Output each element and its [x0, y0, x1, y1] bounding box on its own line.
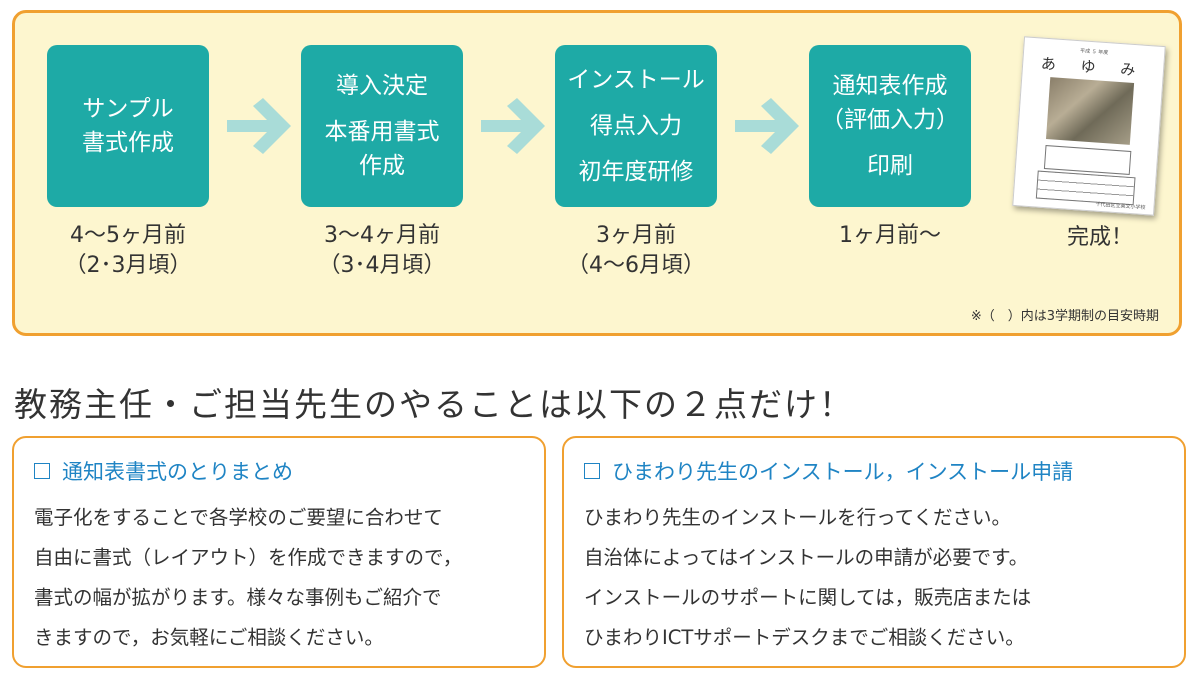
right-arrow-icon [227, 98, 291, 154]
right-arrow-icon [481, 98, 545, 154]
task-body-line: 書式の幅が拡がります。様々な事例もご紹介で [34, 586, 442, 609]
task-title-text: 通知表書式のとりまとめ [62, 460, 293, 484]
step-line: 通知表作成 [832, 73, 948, 99]
step-line: 印刷 [867, 153, 913, 179]
task-title-text: ひまわり先生のインストール，インストール申請 [612, 460, 1074, 484]
step-time-main: 1ヶ月前〜 [839, 223, 941, 248]
checkbox-icon [34, 463, 50, 479]
task-body-line: ひまわりICTサポートデスクまでご相談ください。 [584, 626, 1025, 649]
task-body-line: 自由に書式（レイアウト）を作成できますので， [34, 546, 463, 569]
footnote: ※（ ）内は3学期制の目安時期 [970, 309, 1159, 324]
task-title: ひまわり先生のインストール，インストール申請 [584, 456, 1073, 486]
step-time: 3ヶ月前 （4〜6月頃） [531, 221, 741, 281]
step-time: 1ヶ月前〜 [785, 221, 995, 251]
task-body: ひまわり先生のインストールを行ってください。 自治体によってはインストールの申請… [584, 498, 1031, 658]
task-body-line: ひまわり先生のインストールを行ってください。 [584, 506, 1012, 529]
step-time-sub: （3･4月頃） [318, 253, 446, 278]
report-card-table [1035, 170, 1136, 206]
step-line: 書式作成 [82, 130, 174, 156]
step-time-main: 3ヶ月前 [596, 223, 676, 248]
step-box-decision: 導入決定 本番用書式 作成 [301, 45, 463, 207]
step-line: インストール [567, 67, 705, 93]
task-title: 通知表書式のとりまとめ [34, 456, 293, 486]
task-card-install: ひまわり先生のインストール，インストール申請 ひまわり先生のインストールを行って… [562, 436, 1186, 668]
complete-label: 完成！ [1066, 225, 1133, 250]
checkbox-icon [584, 463, 600, 479]
step-time-main: 4〜5ヶ月前 [70, 223, 186, 248]
step-time-sub: （4〜6月頃） [567, 253, 705, 278]
report-card-image: 平成 ５ 年度 あ ゆ み 千代田区立英文小学校 [1012, 36, 1166, 216]
task-body-line: きますので，お気軽にご相談ください。 [34, 626, 384, 649]
task-body-line: 自治体によってはインストールの申請が必要です。 [584, 546, 1029, 569]
task-card-format: 通知表書式のとりまとめ 電子化をすることで各学校のご要望に合わせて 自由に書式（… [12, 436, 546, 668]
page-headline: 教務主任・ご担当先生のやることは以下の２点だけ！ [14, 385, 854, 424]
step-line: 導入決定 [336, 73, 428, 99]
step-line: 作成 [359, 153, 405, 179]
timeline-panel: サンプル 書式作成 4〜5ヶ月前 （2･3月頃） 導入決定 本番用書式 作成 3… [12, 10, 1182, 336]
step-time-sub: （2･3月頃） [64, 253, 192, 278]
right-arrow-icon [735, 98, 799, 154]
step-time-main: 3〜4ヶ月前 [324, 223, 440, 248]
report-card-info-box [1043, 145, 1132, 175]
step-time: 3〜4ヶ月前 （3･4月頃） [277, 221, 487, 281]
step-line: 得点入力 [590, 113, 682, 139]
step-time: 4〜5ヶ月前 （2･3月頃） [23, 221, 233, 281]
step-box-install: インストール 得点入力 初年度研修 [555, 45, 717, 207]
task-body: 電子化をすることで各学校のご要望に合わせて 自由に書式（レイアウト）を作成できま… [34, 498, 462, 658]
task-body-line: 電子化をすることで各学校のご要望に合わせて [34, 506, 443, 529]
step-line: 本番用書式 [324, 119, 440, 145]
step-line: 初年度研修 [578, 159, 694, 185]
step-box-report-creation: 通知表作成 （評価入力） 印刷 [809, 45, 971, 207]
task-body-line: インストールのサポートに関しては，販売店または [584, 586, 1032, 609]
step-line: （評価入力） [821, 107, 959, 133]
report-card-photo [1045, 77, 1135, 145]
report-card-school: 千代田区立英文小学校 [1095, 201, 1146, 212]
step-line: サンプル [82, 96, 174, 122]
step-box-sample-format: サンプル 書式作成 [47, 45, 209, 207]
